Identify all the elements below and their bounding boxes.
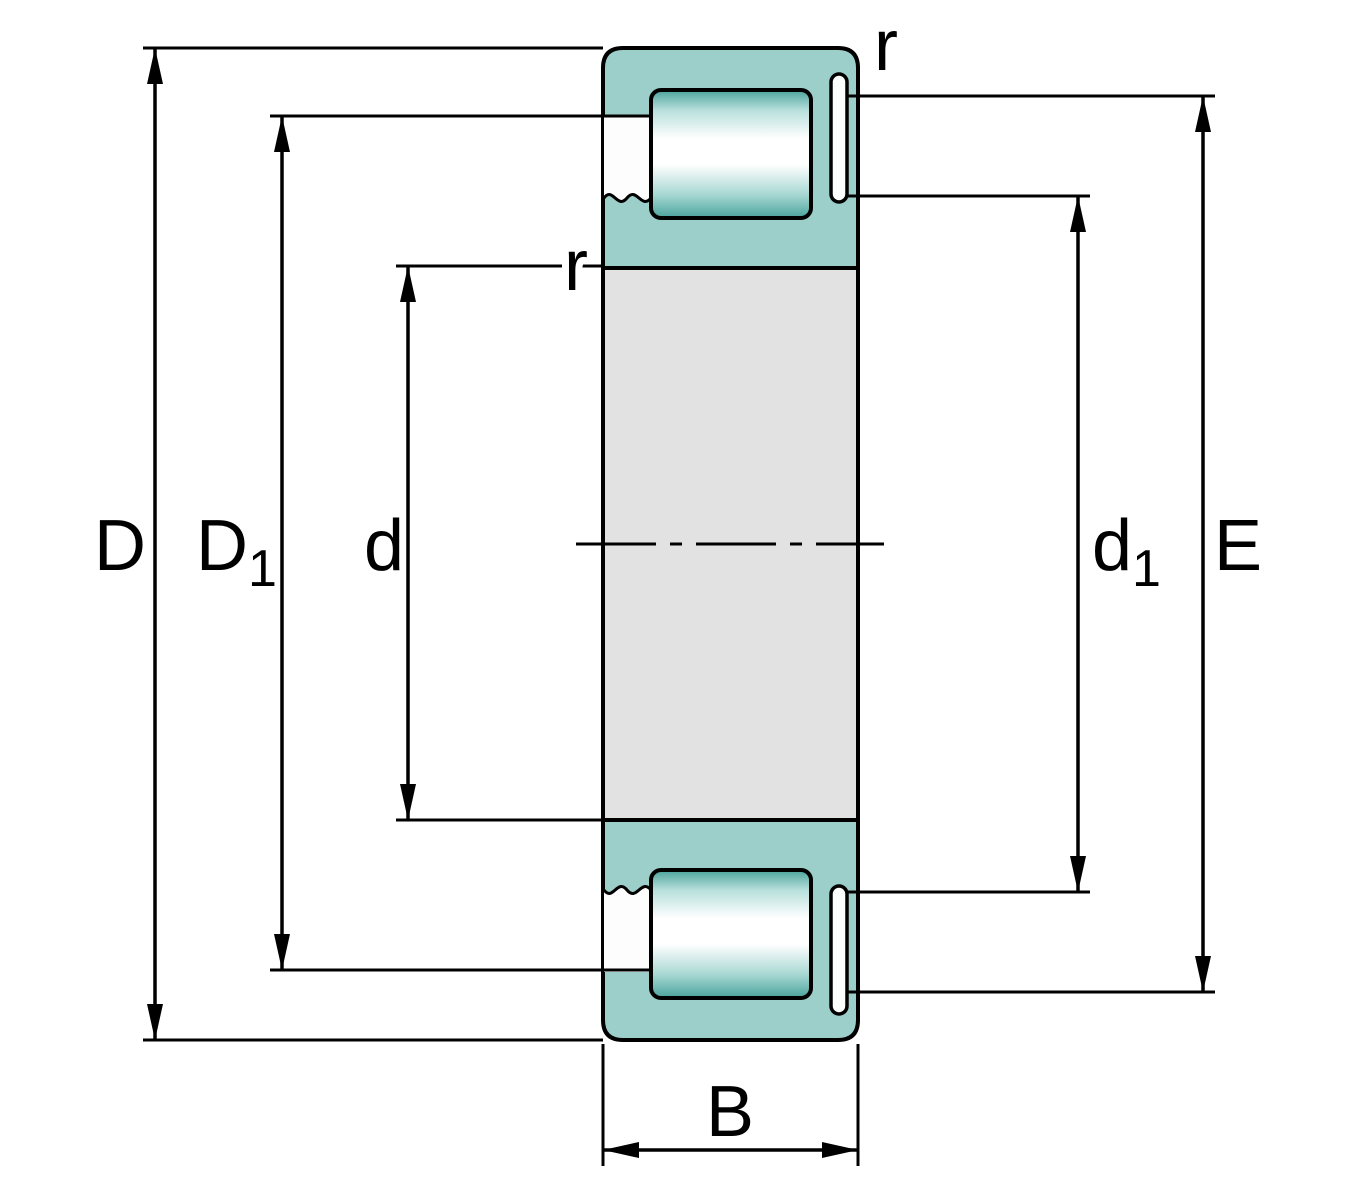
dimension-D1 bbox=[274, 116, 290, 970]
flange-pin-top bbox=[829, 72, 849, 204]
arrow-down-d1 bbox=[1070, 856, 1086, 892]
dimension-d1 bbox=[1070, 196, 1086, 892]
label-d1-subscript: 1 bbox=[1132, 540, 1161, 598]
arrow-left-B bbox=[603, 1142, 639, 1158]
bearing-cross-section bbox=[576, 46, 884, 1042]
extension-lines bbox=[143, 46, 1215, 1166]
label-B: B bbox=[706, 1072, 754, 1152]
break-line-bottom bbox=[602, 885, 653, 895]
arrow-up-d1 bbox=[1070, 196, 1086, 232]
arrow-down-D1 bbox=[274, 934, 290, 970]
arrow-up-D bbox=[147, 48, 163, 84]
shoulder-recess-bottom bbox=[604, 886, 651, 972]
label-D1: D1 bbox=[196, 506, 277, 598]
break-line-top bbox=[602, 193, 653, 203]
label-d1: d1 bbox=[1092, 506, 1161, 598]
label-r-outer: r bbox=[874, 6, 898, 86]
shoulder-recess-top bbox=[604, 116, 651, 202]
arrow-up-E bbox=[1195, 96, 1211, 132]
label-r-inner: r bbox=[564, 226, 588, 306]
dimension-labels: D D1 d d1 E B r r bbox=[94, 6, 1262, 1152]
label-D: D bbox=[94, 506, 146, 586]
dimension-B bbox=[603, 1142, 858, 1158]
arrow-right-B bbox=[822, 1142, 858, 1158]
dimension-E bbox=[1195, 96, 1211, 992]
flange-pin-bottom bbox=[829, 884, 849, 1016]
arrow-down-D bbox=[147, 1004, 163, 1040]
label-E: E bbox=[1214, 506, 1262, 586]
roller-top bbox=[649, 88, 813, 220]
label-D1-base: D bbox=[196, 506, 248, 586]
label-D1-subscript: 1 bbox=[248, 540, 277, 598]
arrow-up-d bbox=[400, 266, 416, 302]
arrow-down-E bbox=[1195, 956, 1211, 992]
arrow-down-d bbox=[400, 784, 416, 820]
dimension-D bbox=[147, 48, 163, 1040]
dimension-d bbox=[400, 266, 416, 820]
label-d1-base: d bbox=[1092, 506, 1132, 586]
roller-bottom bbox=[649, 868, 813, 1000]
label-d: d bbox=[364, 506, 404, 586]
arrow-up-D1 bbox=[274, 116, 290, 152]
